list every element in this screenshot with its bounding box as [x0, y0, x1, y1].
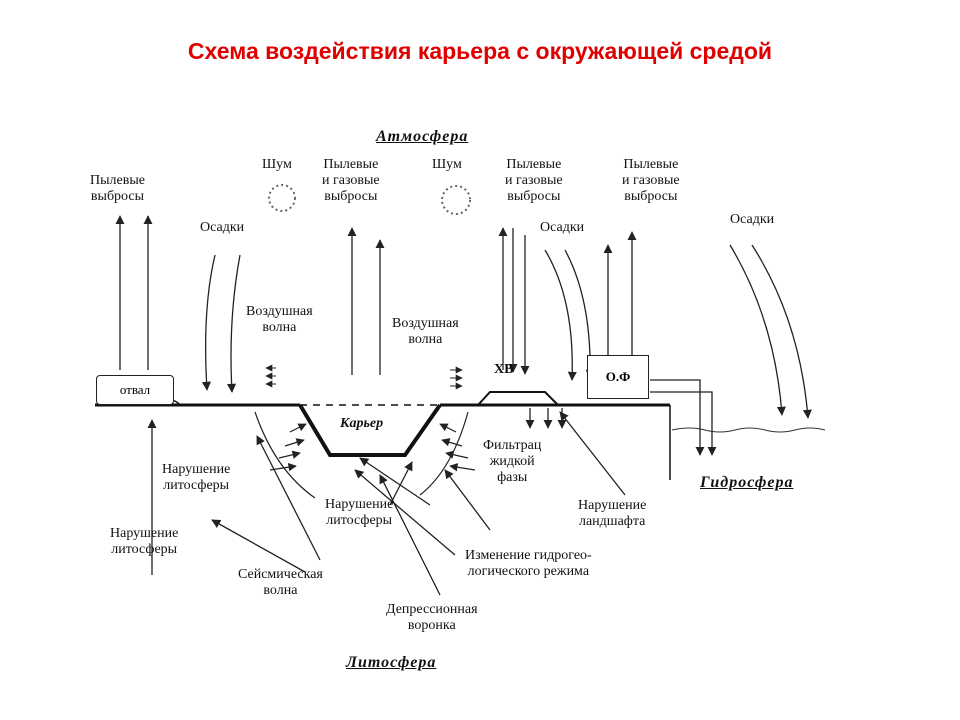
atmosphere-label: Атмосфера — [376, 128, 469, 145]
tailings-mound — [477, 391, 559, 406]
air-wave-label-1: Воздушная волна — [246, 304, 313, 335]
hydrosphere-label: Гидросфера — [700, 474, 794, 491]
noise-burst-1 — [268, 184, 296, 212]
noise-label-2: Шум — [432, 157, 462, 172]
depression-funnel-label: Депрессионная воронка — [386, 602, 478, 633]
litho-disturbance-label-1: Нарушение литосферы — [162, 462, 231, 493]
pit-outline — [298, 403, 442, 457]
filtration-label: Фильтрац жидкой фазы — [483, 438, 542, 485]
litho-disturbance-label-3: Нарушение литосферы — [325, 497, 394, 528]
dust-gas-label-2: Пылевые и газовые выбросы — [505, 157, 563, 204]
litho-disturbance-label-2: Нарушение литосферы — [110, 526, 179, 557]
air-wave-label-2: Воздушная волна — [392, 316, 459, 347]
precipitation-label-2: Осадки — [540, 220, 585, 235]
dust-gas-label-3: Пылевые и газовые выбросы — [622, 157, 680, 204]
pit-label: Карьер — [340, 416, 384, 431]
dust-emissions-left-label: Пылевые выбросы — [90, 173, 145, 204]
lithosphere-label: Литосфера — [346, 654, 437, 671]
precipitation-label-3: Осадки — [730, 212, 775, 227]
noise-label-1: Шум — [262, 157, 292, 172]
noise-burst-2 — [441, 185, 471, 215]
dust-gas-label-1: Пылевые и газовые выбросы — [322, 157, 380, 204]
dump-box: отвал — [96, 375, 174, 405]
page-title: Схема воздействия карьера с окружающей с… — [187, 38, 773, 64]
tailings-label: ХВ — [494, 362, 514, 377]
seismic-wave-label: Сейсмическая волна — [238, 567, 323, 598]
precipitation-label-1: Осадки — [200, 220, 245, 235]
water-surface — [671, 427, 826, 433]
landscape-disturbance-label: Нарушение ландшафта — [578, 498, 647, 529]
hydro-regime-change-label: Изменение гидрогео- логического режима — [465, 548, 592, 579]
processing-plant-box: О.Ф — [587, 355, 649, 399]
